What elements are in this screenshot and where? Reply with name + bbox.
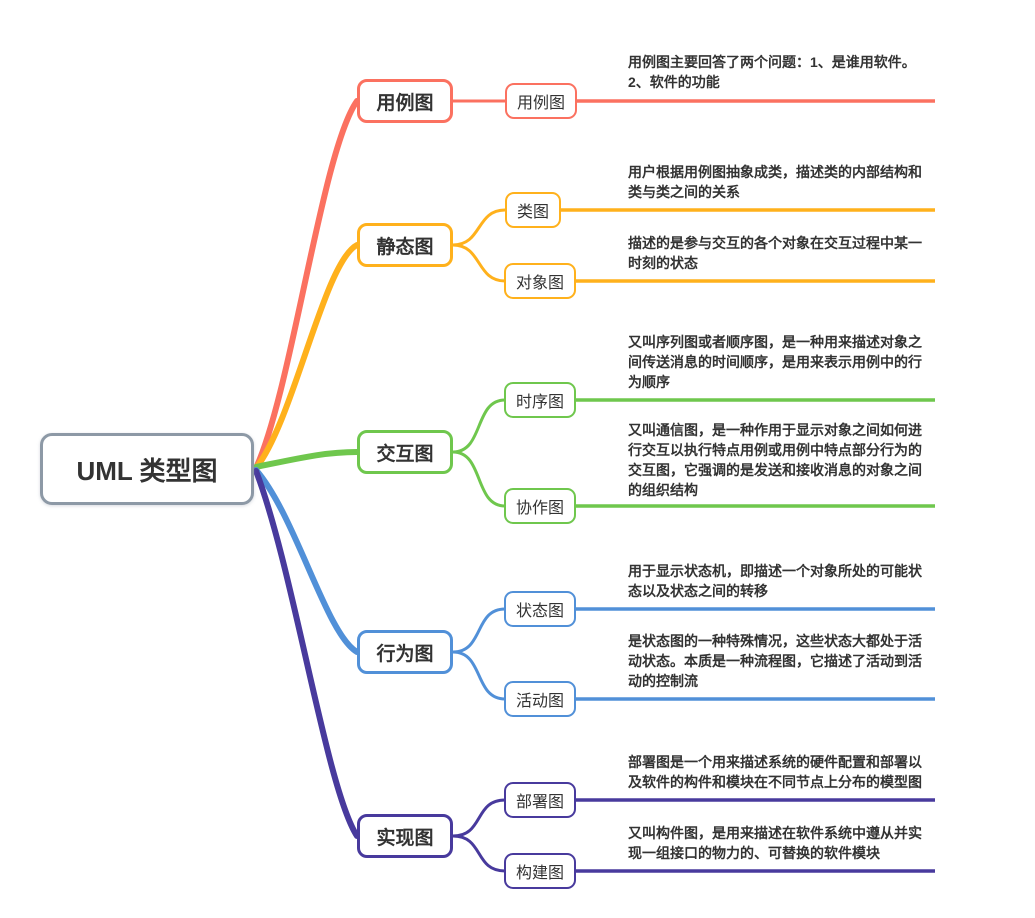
node-activity[interactable]: 活动图 [504, 681, 577, 717]
node-static-group[interactable]: 静态图 [357, 223, 453, 267]
node-class[interactable]: 类图 [505, 192, 562, 228]
root-node[interactable]: UML 类型图 [40, 433, 254, 505]
node-collab[interactable]: 协作图 [504, 488, 577, 524]
desc-deploy[interactable]: 部署图是一个用来描述系统的硬件配置和部署以及软件的构件和模块在不同节点上分布的模… [628, 754, 922, 790]
child-curve-state [452, 607, 506, 654]
branch-curve-impl [253, 468, 360, 839]
node-deploy[interactable]: 部署图 [504, 782, 577, 818]
node-usecase-group[interactable]: 用例图 [357, 79, 453, 123]
node-label: 静态图 [376, 236, 434, 258]
desc-object[interactable]: 描述的是参与交互的各个对象在交互过程中某一时刻的状态 [628, 235, 922, 271]
node-label: 类图 [517, 204, 550, 221]
node-label: 协作图 [516, 500, 565, 517]
node-label: 构建图 [516, 865, 565, 882]
desc-collab[interactable]: 又叫通信图，是一种作用于显示对象之间如何进行交互以执行特点用例或用例中特点部分行… [628, 422, 922, 498]
desc-class[interactable]: 用户根据用例图抽象成类，描述类的内部结构和类与类之间的关系 [628, 164, 922, 200]
child-curve-collab [452, 450, 506, 508]
node-component[interactable]: 构建图 [504, 853, 577, 889]
node-label: 时序图 [516, 394, 565, 411]
node-label: 行为图 [376, 643, 434, 665]
node-interact-group[interactable]: 交互图 [357, 430, 453, 474]
node-behavior-group[interactable]: 行为图 [357, 630, 453, 674]
root-node-label: UML 类型图 [76, 455, 218, 486]
desc-usecase[interactable]: 用例图主要回答了两个问题：1、是谁用软件。2、软件的功能 [628, 54, 916, 90]
child-curve-sequence [452, 398, 506, 454]
branch-curve-static [253, 242, 360, 471]
desc-component[interactable]: 又叫构件图，是用来描述在软件系统中遵从并实现一组接口的物力的、可替换的软件模块 [628, 825, 922, 861]
node-sequence[interactable]: 时序图 [504, 382, 577, 418]
child-curve-activity [452, 650, 506, 701]
desc-sequence[interactable]: 又叫序列图或者顺序图，是一种用来描述对象之间传送消息的时间顺序，是用来表示用例中… [628, 334, 922, 390]
node-label: 用例图 [517, 95, 566, 112]
desc-activity[interactable]: 是状态图的一种特殊情况，这些状态大都处于活动状态。本质是一种流程图，它描述了活动… [628, 633, 922, 689]
branch-curve-usecase [253, 98, 360, 471]
node-label: 部署图 [516, 794, 565, 811]
desc-state[interactable]: 用于显示状态机，即描述一个对象所处的可能状态以及状态之间的转移 [628, 563, 922, 599]
node-label: 用例图 [376, 92, 434, 114]
node-label: 交互图 [376, 443, 434, 465]
node-label: 实现图 [376, 827, 434, 849]
child-curve-object [452, 243, 506, 283]
node-object[interactable]: 对象图 [504, 263, 577, 299]
child-curve-deploy [452, 798, 506, 838]
node-label: 活动图 [516, 693, 565, 710]
node-label: 状态图 [516, 603, 565, 620]
node-label: 对象图 [516, 275, 565, 292]
branch-curve-interact [253, 449, 360, 470]
branch-curve-behavior [253, 467, 360, 655]
node-impl-group[interactable]: 实现图 [357, 814, 453, 858]
node-usecase[interactable]: 用例图 [505, 83, 578, 119]
child-curve-class [452, 208, 506, 247]
node-state[interactable]: 状态图 [504, 591, 577, 627]
child-curve-component [452, 834, 506, 873]
